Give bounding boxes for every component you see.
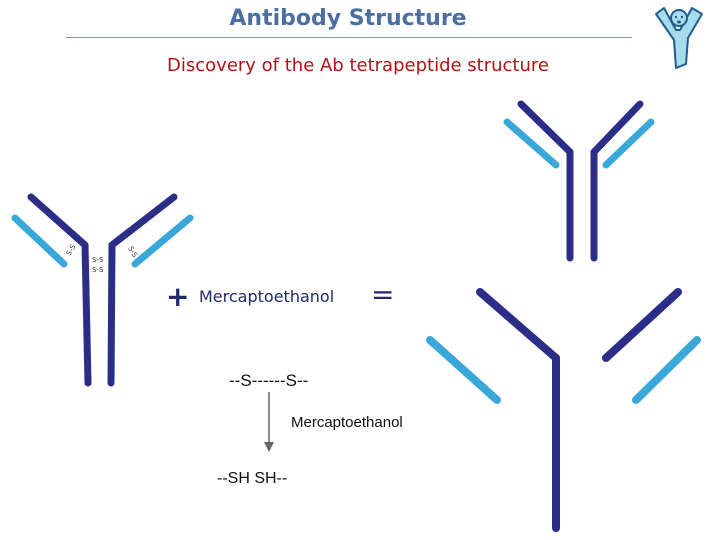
heavy-chain-arm-right — [590, 100, 644, 156]
reduced-thiols-label: --SH SH-- — [217, 470, 288, 487]
intact-antibody — [11, 193, 194, 387]
reaction-reagent-label: Mercaptoethanol — [291, 414, 403, 431]
disulfide-label: S-S — [126, 245, 139, 259]
disulfide-bonds: S-S S-S S-S S-S — [65, 243, 139, 274]
light-chain-right — [632, 336, 701, 404]
light-chain-left — [11, 214, 68, 268]
fragment-top — [503, 100, 655, 262]
separated-chains — [426, 288, 701, 532]
arrow-head-icon — [264, 442, 274, 452]
disulfide-label: S-S — [65, 243, 78, 257]
heavy-chain-arm-left — [476, 288, 560, 362]
heavy-chain-arm-left — [517, 100, 574, 156]
light-chain-left — [426, 336, 501, 404]
antibody-mascot-logo — [655, 7, 703, 69]
slide-subtitle: Discovery of the Ab tetrapeptide structu… — [167, 55, 549, 76]
disulfide-label: S-S — [92, 256, 104, 264]
reaction-arrow — [264, 392, 274, 452]
light-chain-left — [503, 118, 560, 169]
plus-sign: + — [166, 280, 190, 313]
heavy-chain-stem-left — [81, 241, 92, 387]
light-chain-right — [602, 118, 655, 169]
slide-title: Antibody Structure — [229, 6, 467, 31]
heavy-chain-arm-right — [108, 193, 178, 249]
heavy-chain-stem-right — [107, 241, 116, 387]
disulfide-bond-label: --S------S-- — [229, 371, 309, 390]
title-underline — [66, 37, 632, 38]
disulfide-label: S-S — [92, 266, 104, 274]
equals-sign: = — [371, 278, 395, 311]
light-chain-right — [131, 214, 194, 268]
heavy-chain-arm-left — [27, 193, 89, 249]
heavy-chain-arm-right — [602, 288, 682, 362]
reagent-label: Mercaptoethanol — [199, 287, 335, 306]
